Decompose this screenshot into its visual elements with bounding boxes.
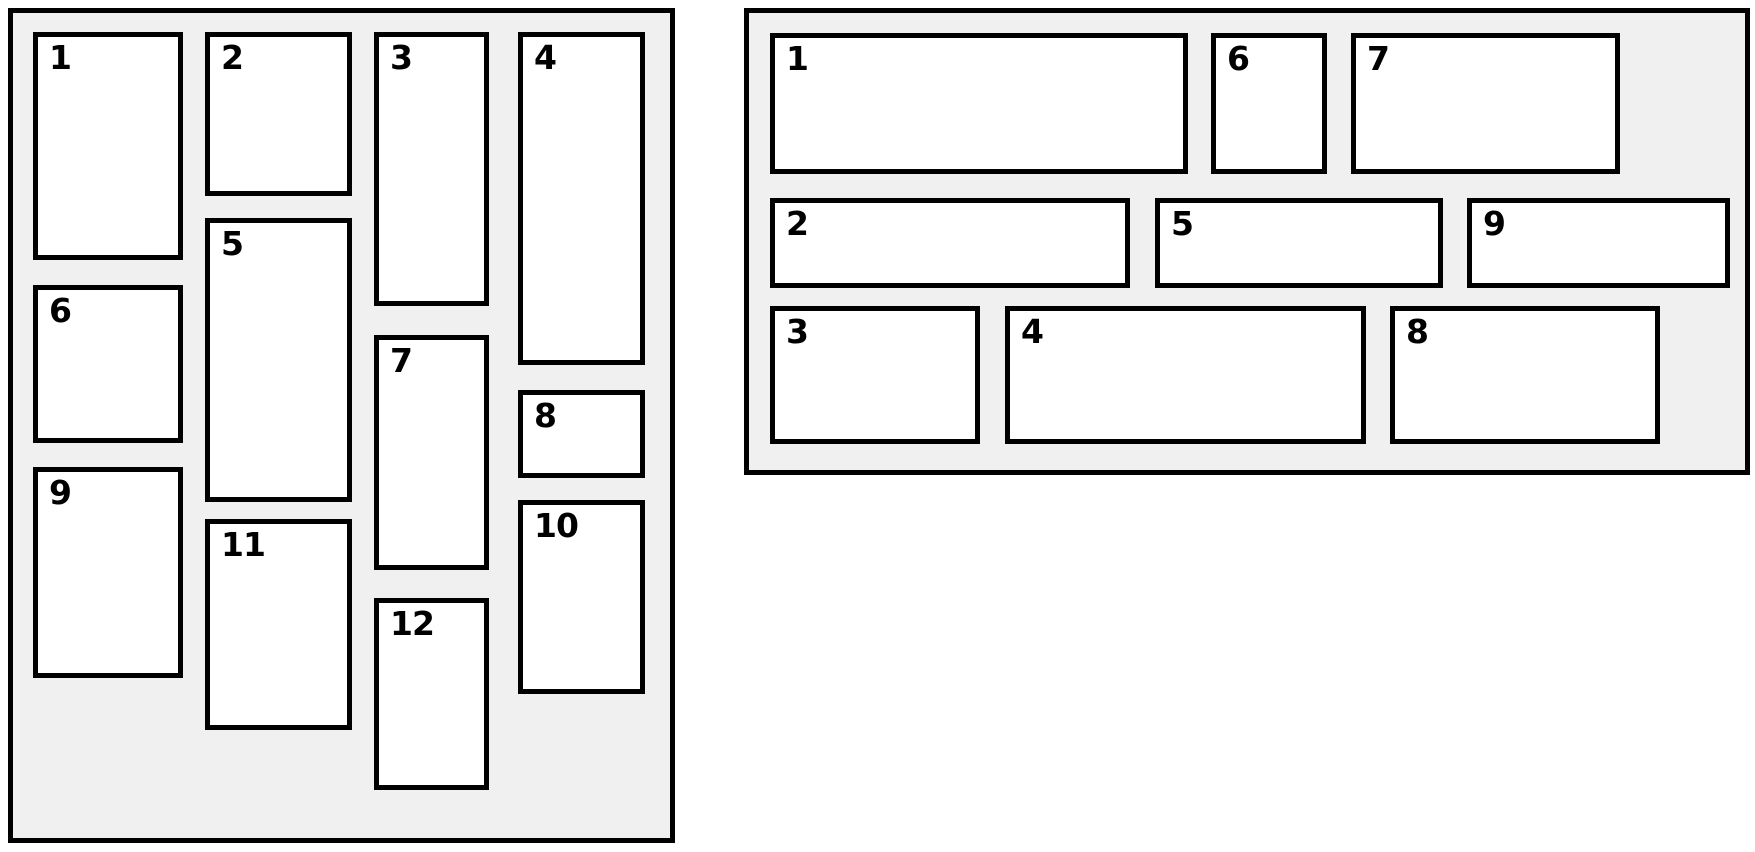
- masonry-columns-layout-box-10: 10: [518, 500, 645, 694]
- rows-layout-box-9: 9: [1467, 198, 1730, 288]
- box-label: 1: [49, 38, 72, 77]
- rows-layout-box-1: 1: [770, 33, 1188, 174]
- masonry-columns-layout-box-5: 5: [205, 218, 352, 502]
- masonry-columns-layout-box-12: 12: [374, 598, 489, 790]
- masonry-columns-layout-box-9: 9: [33, 467, 183, 678]
- rows-layout-panel: 1 2 3 4 5 6 7 8 9: [744, 8, 1750, 475]
- box-label: 5: [1171, 204, 1194, 243]
- box-label: 10: [534, 506, 579, 545]
- masonry-columns-layout-box-11: 11: [205, 519, 352, 730]
- box-label: 9: [1483, 204, 1506, 243]
- box-label: 1: [786, 39, 809, 78]
- masonry-columns-layout-box-3: 3: [374, 32, 489, 306]
- masonry-columns-layout-box-7: 7: [374, 335, 489, 570]
- box-label: 7: [390, 341, 413, 380]
- box-label: 7: [1367, 39, 1390, 78]
- masonry-columns-layout-box-6: 6: [33, 285, 183, 443]
- masonry-columns-layout-box-8: 8: [518, 390, 645, 478]
- box-label: 2: [221, 38, 244, 77]
- box-label: 9: [49, 473, 72, 512]
- rows-layout-box-6: 6: [1211, 33, 1327, 174]
- rows-layout-box-3: 3: [770, 306, 980, 444]
- masonry-columns-layout-box-2: 2: [205, 32, 352, 196]
- box-label: 12: [390, 604, 435, 643]
- box-label: 4: [1021, 312, 1044, 351]
- rows-layout-box-2: 2: [770, 198, 1130, 288]
- box-label: 2: [786, 204, 809, 243]
- box-label: 3: [786, 312, 809, 351]
- rows-layout-box-8: 8: [1390, 306, 1660, 444]
- box-label: 6: [49, 291, 72, 330]
- box-label: 11: [221, 525, 266, 564]
- box-label: 8: [534, 396, 557, 435]
- box-label: 4: [534, 38, 557, 77]
- box-label: 5: [221, 224, 244, 263]
- rows-layout-box-7: 7: [1351, 33, 1620, 174]
- masonry-columns-layout-box-1: 1: [33, 32, 183, 260]
- box-label: 6: [1227, 39, 1250, 78]
- rows-layout-box-4: 4: [1005, 306, 1366, 444]
- box-label: 3: [390, 38, 413, 77]
- masonry-columns-layout-box-4: 4: [518, 32, 645, 365]
- box-label: 8: [1406, 312, 1429, 351]
- rows-layout-box-5: 5: [1155, 198, 1443, 288]
